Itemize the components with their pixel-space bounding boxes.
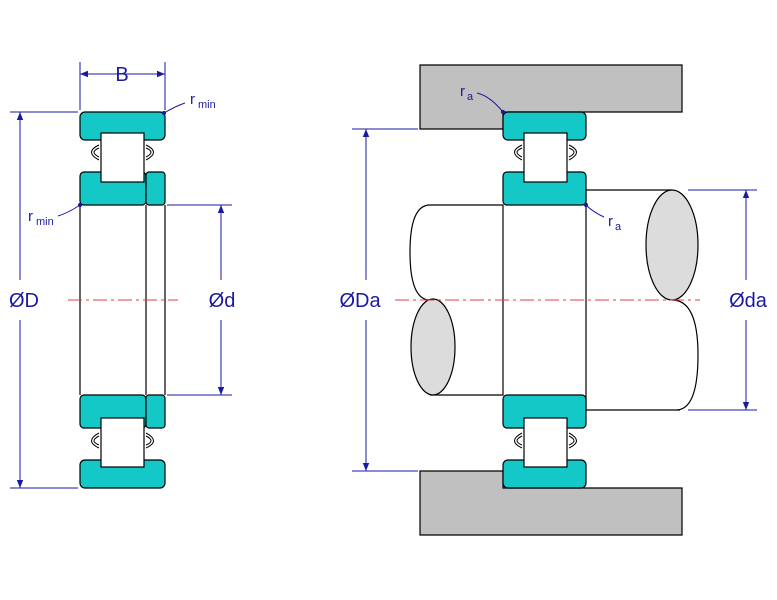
shaft-left-end-face bbox=[410, 298, 456, 396]
bearing-section-view bbox=[68, 111, 178, 489]
bearing-bottom-half bbox=[79, 394, 166, 489]
mounted-bearing-bottom bbox=[502, 394, 587, 489]
roller-top bbox=[100, 132, 145, 183]
mounted-bearing-top bbox=[502, 111, 587, 206]
mounted-roller-bottom bbox=[523, 417, 568, 468]
right-labels: ØDa Øda r a r a bbox=[339, 83, 767, 312]
cage-right-bottom bbox=[145, 432, 154, 449]
label-ra-side-sub: a bbox=[615, 221, 622, 233]
label-ra-top: r bbox=[460, 83, 465, 100]
shaft-right-lower-curve bbox=[671, 299, 699, 411]
label-D: ØD bbox=[9, 290, 39, 312]
left-labels: B ØD Ød r min r min bbox=[9, 64, 235, 312]
label-rmin-top-sub: min bbox=[198, 99, 216, 111]
label-rmin-side: r bbox=[28, 208, 33, 225]
label-da: Øda bbox=[729, 290, 768, 312]
roller-bottom bbox=[100, 417, 145, 468]
cage-left-top bbox=[91, 144, 100, 161]
cage-right-top bbox=[145, 144, 154, 161]
label-ra-top-sub: a bbox=[467, 91, 474, 103]
mounted-roller-top bbox=[523, 132, 568, 183]
cage-left-bottom bbox=[91, 432, 100, 449]
label-ra-side: r bbox=[608, 213, 613, 230]
right-dimensions bbox=[352, 92, 757, 472]
inner-ring-top-step bbox=[145, 171, 166, 206]
label-rmin-side-sub: min bbox=[36, 216, 54, 228]
shaft bbox=[409, 189, 699, 411]
shaft-right-end-face bbox=[645, 189, 699, 301]
label-rmin-top: r bbox=[190, 91, 195, 108]
mounting-view bbox=[395, 64, 700, 536]
label-B: B bbox=[115, 64, 128, 86]
left-dimensions bbox=[10, 62, 232, 489]
label-Da: ØDa bbox=[339, 290, 381, 312]
label-d: Ød bbox=[209, 290, 236, 312]
bearing-top-half bbox=[79, 111, 166, 206]
inner-ring-bottom-step bbox=[145, 394, 166, 429]
shaft-left-stub-curve bbox=[409, 204, 431, 301]
